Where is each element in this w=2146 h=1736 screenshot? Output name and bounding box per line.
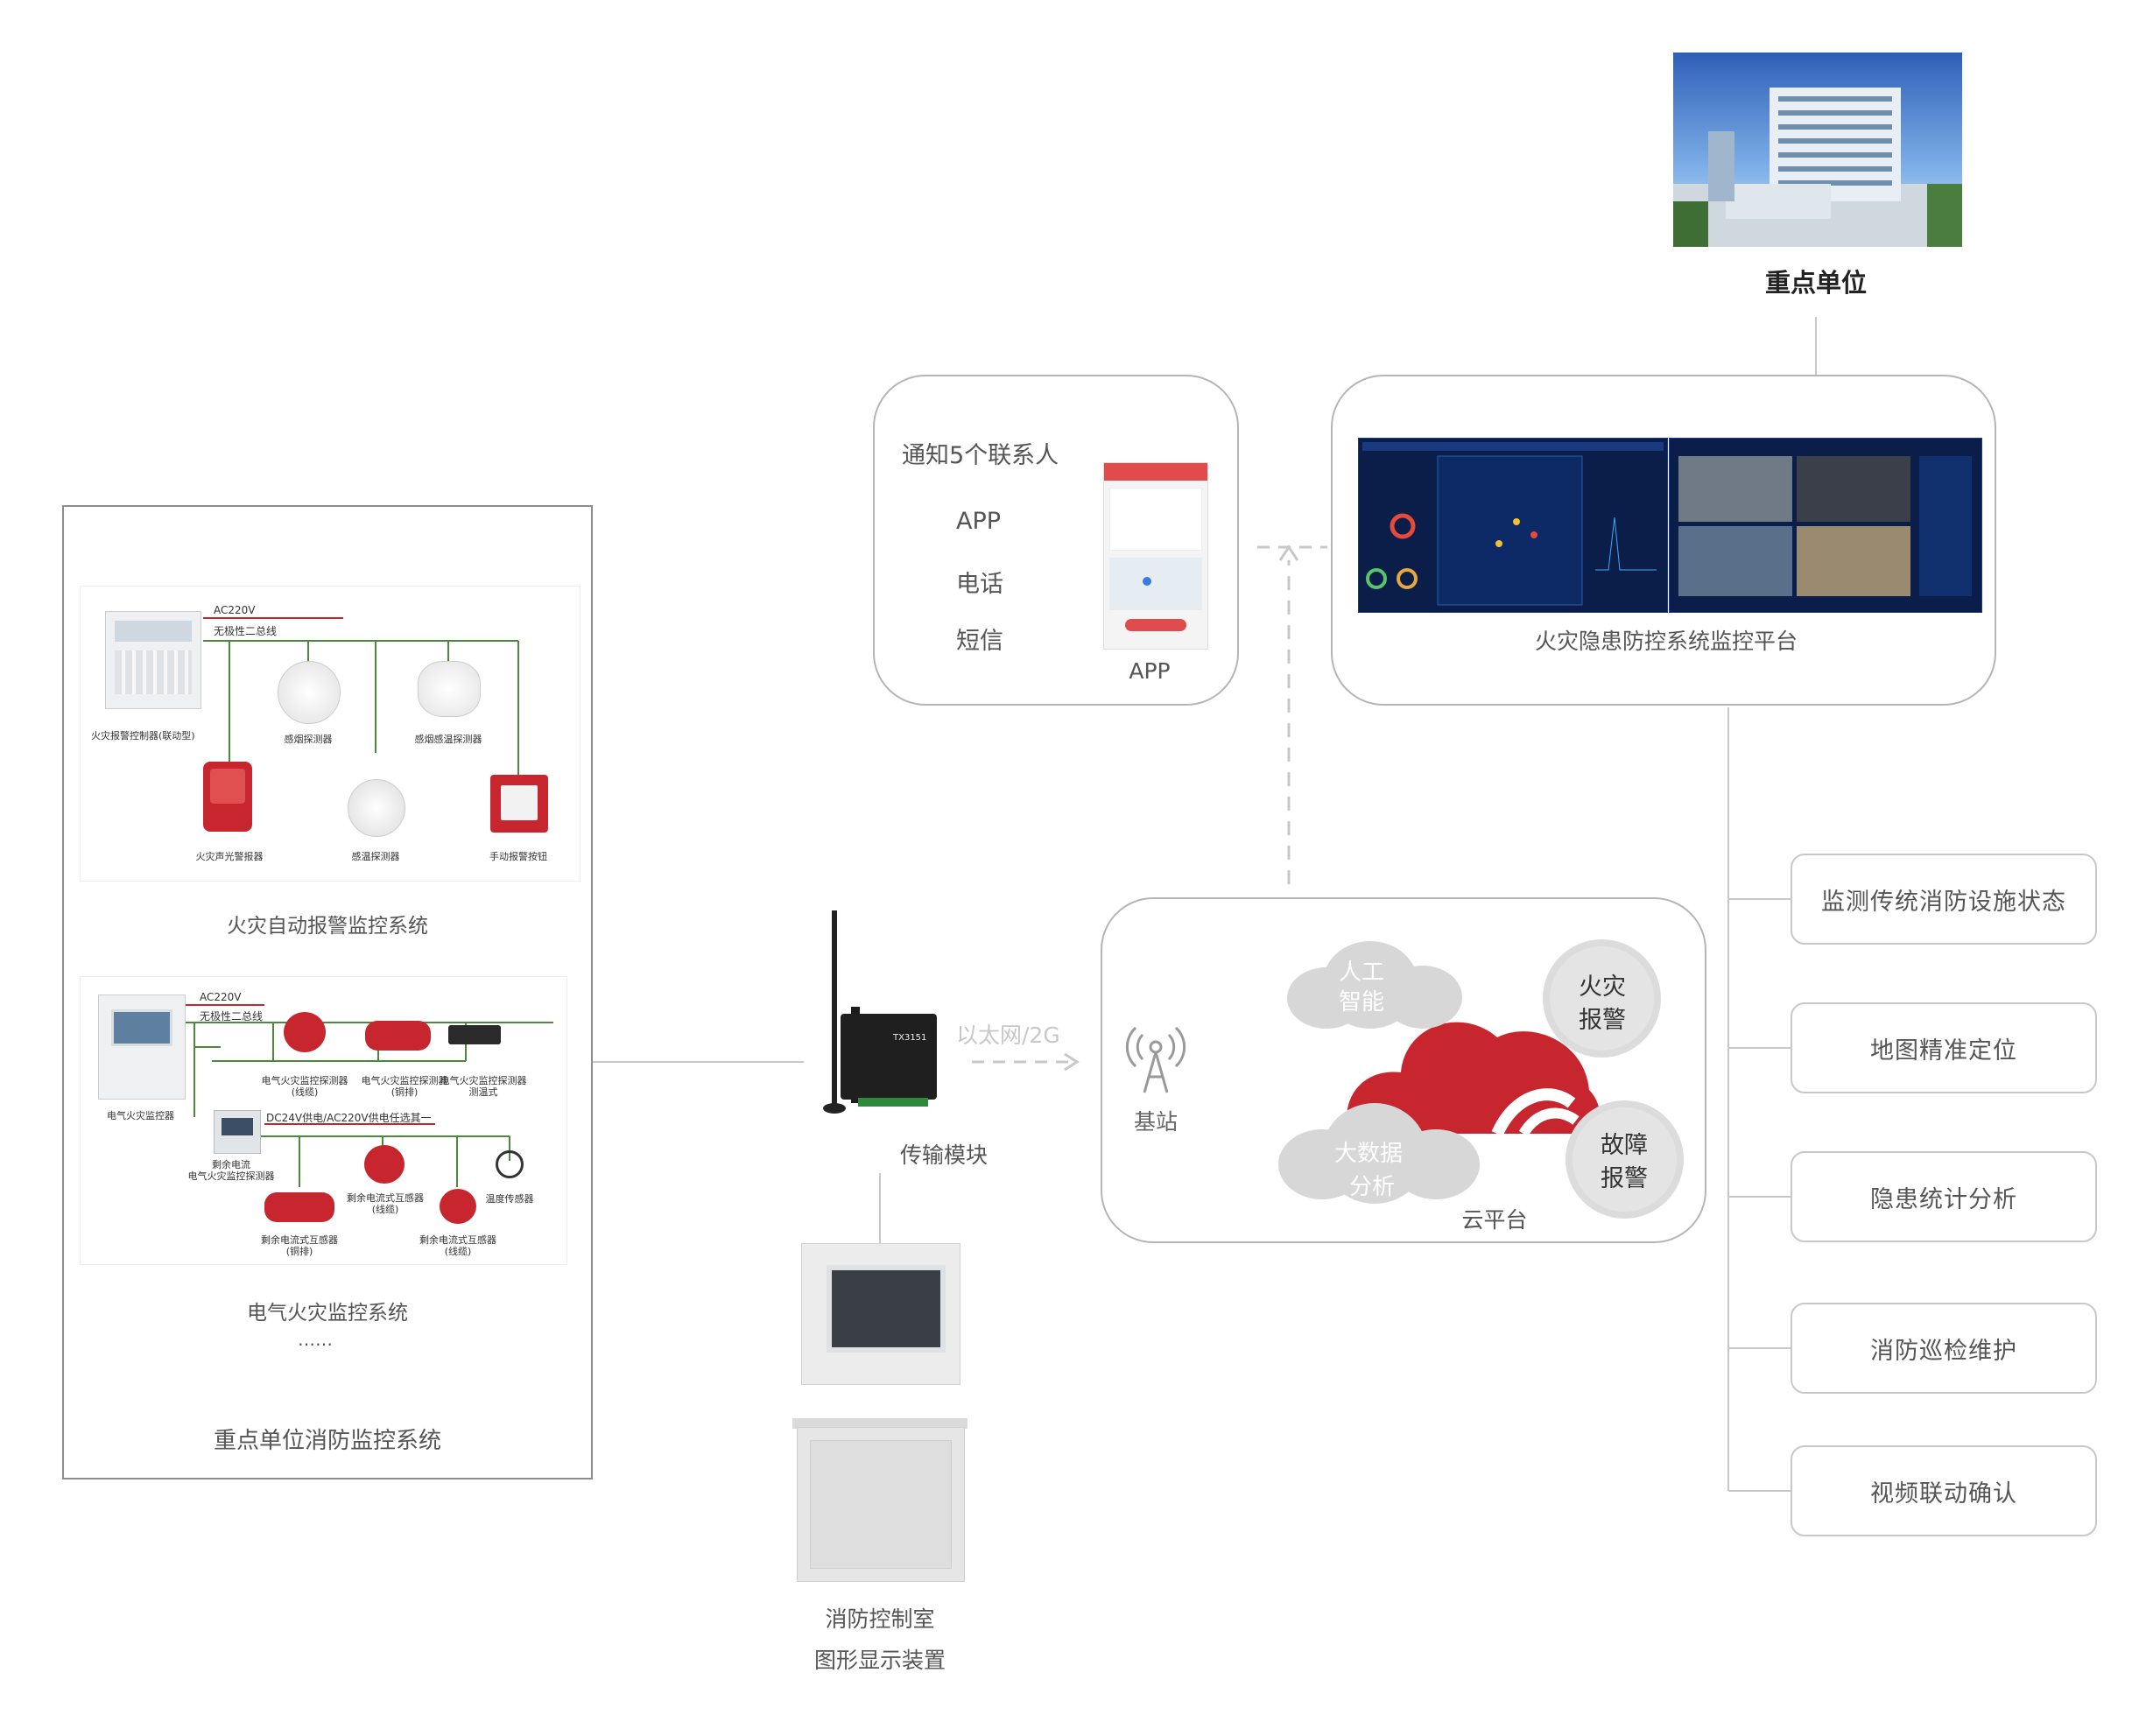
monitor-screenshot-map xyxy=(1358,438,1668,613)
app-phone-screenshot xyxy=(1103,462,1208,650)
channel-sms: 短信 xyxy=(956,628,1003,655)
ef-sensor-label-0: 剩余电流式互感器 (线缆) xyxy=(347,1192,424,1215)
feature-label: 消防巡检维护 xyxy=(1870,1337,2017,1365)
ef-detector-label-1: 电气火灾监控探测器 (铜排) xyxy=(361,1075,448,1098)
ai-line2: 智能 xyxy=(1338,989,1385,1016)
building-image xyxy=(1673,53,1962,247)
fa-bus-label: 无极性二总线 xyxy=(214,625,278,637)
fault-alarm-circle xyxy=(1566,1100,1684,1219)
ef-sensor-label-2: 剩余电流式互感器 (铜排) xyxy=(261,1234,338,1257)
left-panel-title: 重点单位消防监控系统 xyxy=(213,1428,442,1454)
fire-alarm-line1: 火灾 xyxy=(1579,973,1626,1001)
fault-alarm-line1: 故障 xyxy=(1601,1132,1648,1159)
monitor-screenshot-video xyxy=(1669,438,1982,613)
feature-video-linkage: 视频联动确认 xyxy=(1791,1445,2097,1536)
phone-caption: APP xyxy=(1129,658,1171,684)
ai-cloud xyxy=(1287,941,1462,1037)
ef-detector-busbar xyxy=(365,1021,431,1051)
ef-sensor-label-3: 剩余电流式互感器 (线缆) xyxy=(419,1234,496,1257)
residual-ct-busbar xyxy=(264,1192,334,1222)
temperature-sensor xyxy=(496,1150,524,1178)
channel-phone: 电话 xyxy=(956,571,1003,598)
feature-label: 地图精准定位 xyxy=(1870,1037,2017,1065)
fire-alarm-diagram: AC220V 无极性二总线 火灾报警控制器(联动型) 感烟探测器 感烟感温探测器… xyxy=(80,586,580,882)
manual-alarm-button xyxy=(490,775,548,833)
notify-title: 通知5个联系人 xyxy=(902,442,1059,469)
heat-detector xyxy=(348,779,405,837)
fa-device-label-5: 手动报警按钮 xyxy=(489,851,547,862)
ef-detector-label-0: 电气火灾监控探测器 (线缆) xyxy=(261,1075,348,1098)
fire-alarm-circle xyxy=(1543,939,1661,1058)
monitor-caption: 火灾隐患防控系统监控平台 xyxy=(1534,629,1798,654)
bigdata-line2: 分析 xyxy=(1348,1174,1396,1200)
ef-controller-label: 电气火灾监控器 xyxy=(107,1110,174,1121)
residual-detector-label: 剩余电流 电气火灾监控探测器 xyxy=(187,1159,275,1182)
base-station-label: 基站 xyxy=(1133,1109,1179,1135)
residual-ct-cable-2 xyxy=(440,1189,476,1224)
ethernet-label: 以太网/2G xyxy=(956,1023,1060,1048)
fire-alarm-line2: 报警 xyxy=(1579,1007,1626,1034)
ai-line1: 人工 xyxy=(1338,959,1385,986)
transmission-label: 传输模块 xyxy=(899,1142,989,1168)
fa-device-label-0: 火灾报警控制器(联动型) xyxy=(91,730,195,741)
ef-bus-label: 无极性二总线 xyxy=(200,1010,264,1023)
fault-alarm-line2: 报警 xyxy=(1601,1165,1648,1192)
ef-sensor-label-1: 温度传感器 xyxy=(485,1193,534,1205)
control-room-line2: 图形显示装置 xyxy=(813,1648,946,1673)
feature-hazard-stats: 隐患统计分析 xyxy=(1791,1151,2097,1242)
feature-facility-status: 监测传统消防设施状态 xyxy=(1791,854,2097,945)
feature-label: 视频联动确认 xyxy=(1870,1479,2017,1508)
fa-device-label-1: 感烟探测器 xyxy=(284,734,333,745)
smoke-detector xyxy=(278,661,341,724)
ef-detector-cable xyxy=(284,1012,326,1052)
feature-map-location: 地图精准定位 xyxy=(1791,1002,2097,1093)
control-room-line1: 消防控制室 xyxy=(825,1606,935,1632)
ellipsis: …… xyxy=(298,1329,333,1350)
ef-detector-temp xyxy=(448,1025,501,1044)
transmission-device-text: TX3151 xyxy=(893,1033,927,1043)
fa-device-label-2: 感烟感温探测器 xyxy=(414,734,482,745)
ef-power-label: AC220V xyxy=(200,991,242,1003)
smoke-temp-detector xyxy=(418,661,481,717)
cloud-platform-label: 云平台 xyxy=(1461,1207,1528,1233)
feature-inspection: 消防巡检维护 xyxy=(1791,1303,2097,1394)
fire-alarm-controller xyxy=(105,611,201,709)
bigdata-cloud xyxy=(1278,1103,1480,1208)
electrical-fire-caption: 电气火灾监控系统 xyxy=(247,1302,408,1325)
red-cloud-icon xyxy=(1347,1022,1601,1134)
fa-power-label: AC220V xyxy=(214,604,256,616)
ef-supply-label: DC24V供电/AC220V供电任选其一 xyxy=(266,1112,432,1124)
channel-app: APP xyxy=(956,508,1002,535)
feature-label: 监测传统消防设施状态 xyxy=(1821,888,2066,916)
control-room-cabinet xyxy=(792,1243,967,1585)
transmission-module: TX3151 xyxy=(823,910,937,1121)
residual-ct-cable-1 xyxy=(364,1145,405,1184)
electrical-fire-diagram: AC220V 无极性二总线 电气火灾监控器 电气火灾监控探测器 (线缆) 电气火… xyxy=(80,976,567,1265)
electrical-fire-monitor-device xyxy=(98,995,186,1100)
fire-alarm-caption: 火灾自动报警监控系统 xyxy=(227,915,428,938)
fa-device-label-4: 感温探测器 xyxy=(351,851,400,862)
feature-label: 隐患统计分析 xyxy=(1870,1185,2017,1213)
fa-device-label-3: 火灾声光警报器 xyxy=(195,851,264,862)
sound-light-alarm xyxy=(203,762,252,832)
building-label: 重点单位 xyxy=(1764,268,1868,298)
ef-detector-label-2: 电气火灾监控探测器 测温式 xyxy=(440,1075,527,1098)
bigdata-line1: 大数据 xyxy=(1333,1141,1404,1167)
residual-current-detector xyxy=(214,1110,261,1154)
base-station-icon xyxy=(1125,1026,1186,1093)
